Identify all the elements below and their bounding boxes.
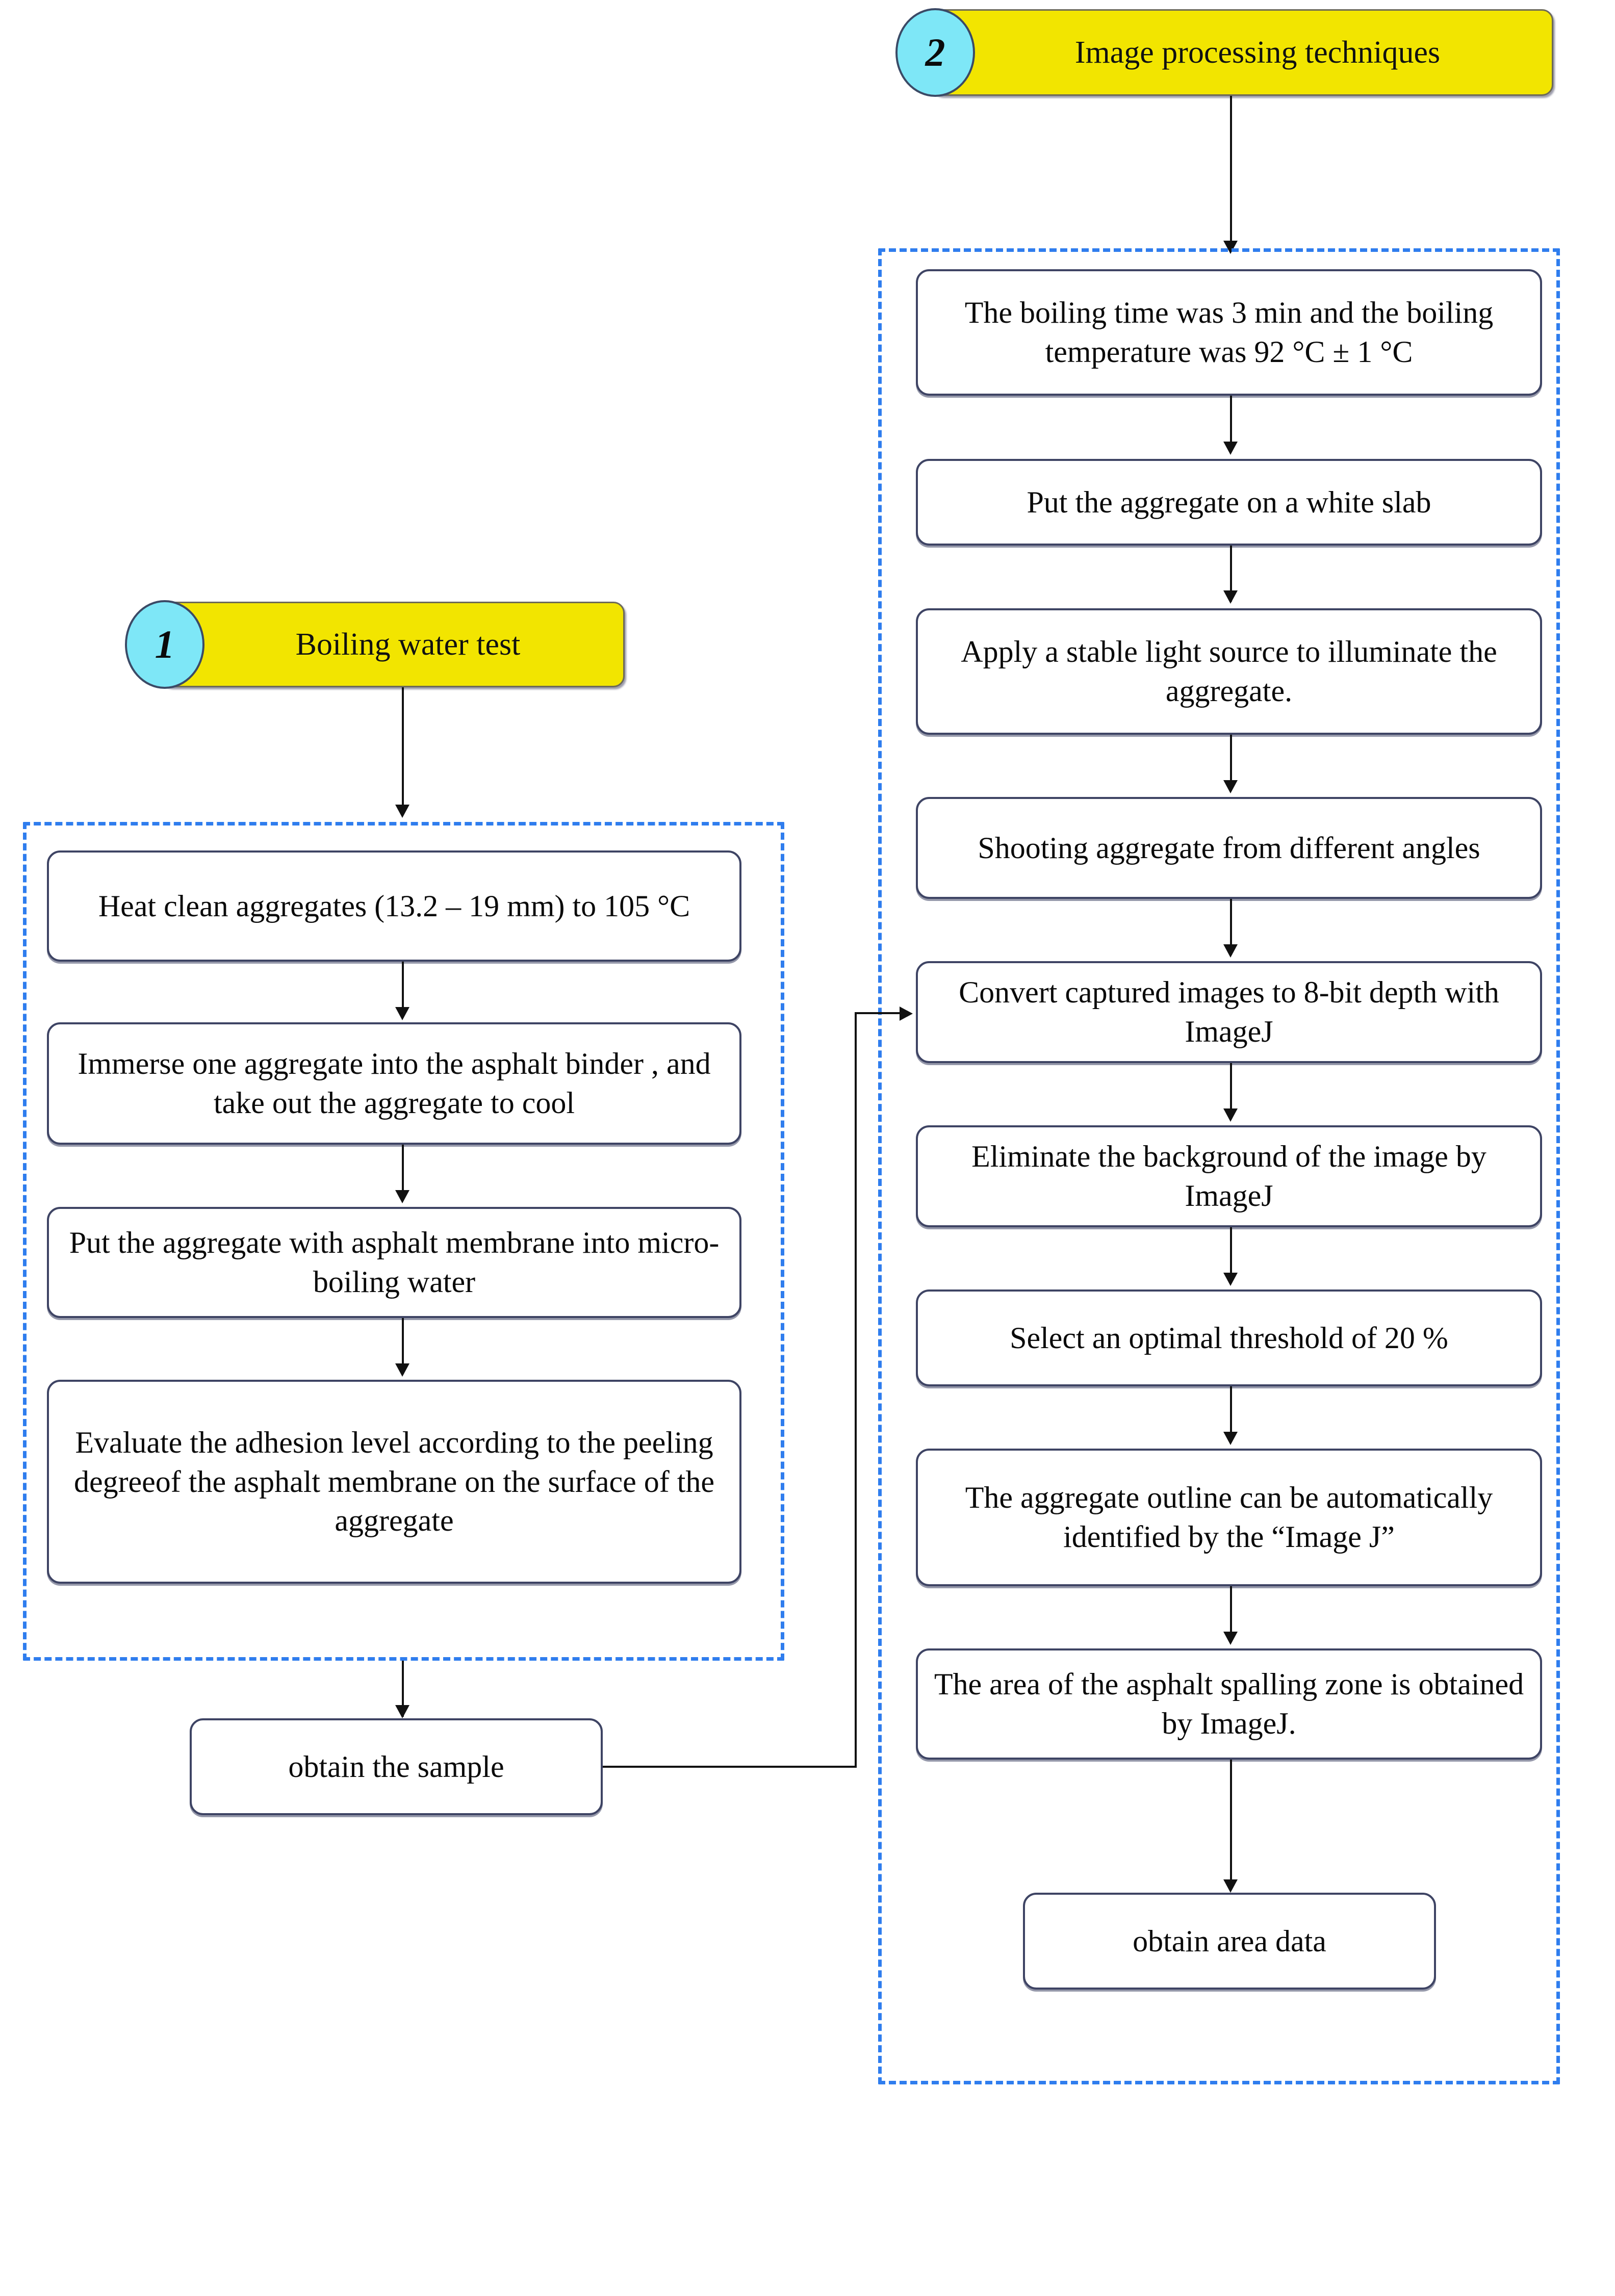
connector-r8-r9 bbox=[1230, 1586, 1232, 1642]
arrowhead-l3-l4 bbox=[395, 1363, 409, 1377]
arrowhead-r2-r3 bbox=[1223, 590, 1238, 604]
banner-bar: Boiling water test bbox=[161, 602, 625, 687]
arrowhead-r1-r2 bbox=[1223, 442, 1238, 455]
connector-banner2-to-group2 bbox=[1230, 96, 1232, 249]
output-box-sample: obtain the sample bbox=[190, 1718, 603, 1815]
connector-r6-r7 bbox=[1230, 1227, 1232, 1283]
connector-group1-to-output bbox=[402, 1661, 404, 1717]
process-box-r8: The aggregate outline can be automatical… bbox=[916, 1449, 1542, 1586]
group-badge-2: 2 bbox=[895, 8, 975, 97]
process-box-r2: Put the aggregate on a white slab bbox=[916, 459, 1542, 546]
group-title-image-processing: Image processing techniques bbox=[1074, 35, 1441, 70]
process-box-r3: Apply a stable light source to illuminat… bbox=[916, 608, 1542, 735]
group-badge-1: 1 bbox=[125, 600, 204, 689]
arrowhead-r8-r9 bbox=[1223, 1632, 1238, 1645]
arrowhead-crosslink-into-r5 bbox=[900, 1007, 913, 1021]
connector-banner1-to-group1 bbox=[402, 687, 404, 812]
connector-l1-l2 bbox=[402, 962, 404, 1018]
arrowhead-banner1-to-group1 bbox=[395, 805, 409, 818]
arrowhead-r5-r6 bbox=[1223, 1108, 1238, 1122]
arrowhead-r6-r7 bbox=[1223, 1273, 1238, 1286]
connector-r1-r2 bbox=[1230, 396, 1232, 452]
process-box-r7: Select an optimal threshold of 20 % bbox=[916, 1289, 1542, 1386]
group-title-boiling-water: Boiling water test bbox=[295, 627, 521, 662]
crosslink-segment-vertical bbox=[855, 1012, 857, 1767]
process-box-l4: Evaluate the adhesion level according to… bbox=[47, 1380, 741, 1584]
process-box-r5: Convert captured images to 8-bit depth w… bbox=[916, 961, 1542, 1063]
arrowhead-r3-r4 bbox=[1223, 780, 1238, 793]
process-box-r6: Eliminate the background of the image by… bbox=[916, 1125, 1542, 1227]
arrowhead-l2-l3 bbox=[395, 1190, 409, 1203]
process-box-l3: Put the aggregate with asphalt membrane … bbox=[47, 1207, 741, 1318]
dashed-group-image-processing bbox=[878, 248, 1560, 2084]
banner-bar: Image processing techniques bbox=[931, 9, 1553, 96]
process-box-r9: The area of the asphalt spalling zone is… bbox=[916, 1648, 1542, 1760]
process-box-r4: Shooting aggregate from different angles bbox=[916, 797, 1542, 899]
process-box-l2: Immerse one aggregate into the asphalt b… bbox=[47, 1022, 741, 1145]
process-box-r1: The boiling time was 3 min and the boili… bbox=[916, 269, 1542, 396]
connector-r3-r4 bbox=[1230, 735, 1232, 791]
connector-l2-l3 bbox=[402, 1145, 404, 1201]
connector-r4-r5 bbox=[1230, 899, 1232, 955]
connector-group2-to-output bbox=[1230, 1760, 1232, 1887]
connector-r2-r3 bbox=[1230, 546, 1232, 602]
dashed-group-boiling-water bbox=[23, 822, 784, 1661]
arrowhead-group1-to-output bbox=[395, 1705, 409, 1718]
group-banner-image-processing: Image processing techniques 2 bbox=[895, 8, 1553, 97]
arrowhead-l1-l2 bbox=[395, 1007, 409, 1020]
arrowhead-group2-to-output bbox=[1223, 1879, 1238, 1893]
connector-r5-r6 bbox=[1230, 1063, 1232, 1119]
group-banner-boiling-water: Boiling water test 1 bbox=[125, 600, 625, 689]
output-box-area-data: obtain area data bbox=[1023, 1893, 1436, 1990]
arrowhead-r7-r8 bbox=[1223, 1432, 1238, 1445]
connector-l3-l4 bbox=[402, 1318, 404, 1374]
connector-r7-r8 bbox=[1230, 1386, 1232, 1442]
process-box-l1: Heat clean aggregates (13.2 – 19 mm) to … bbox=[47, 850, 741, 962]
crosslink-segment-horizontal-lower bbox=[603, 1766, 857, 1768]
arrowhead-r4-r5 bbox=[1223, 944, 1238, 958]
crosslink-segment-horizontal-upper bbox=[855, 1012, 902, 1014]
